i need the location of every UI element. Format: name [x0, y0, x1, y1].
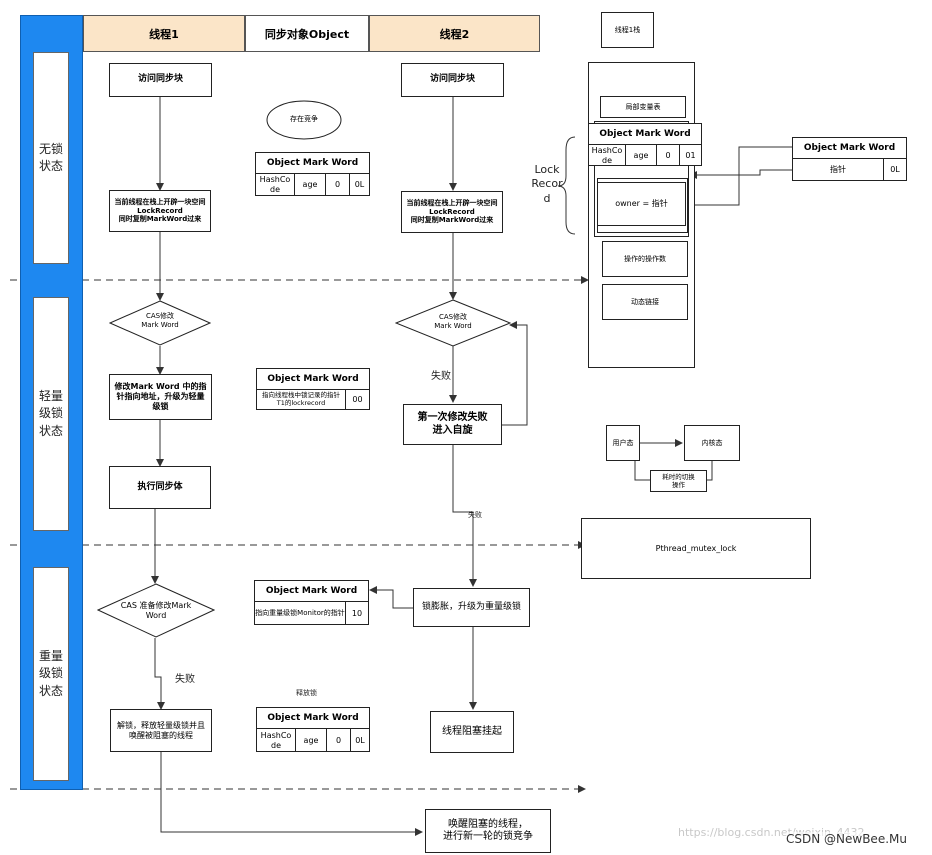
arrow: [707, 461, 713, 481]
mw-pointer: 指针: [793, 159, 884, 181]
mw-title: Object Mark Word: [793, 138, 906, 159]
credit: CSDN @NewBee.Mu: [786, 832, 907, 846]
header-sync-object: 同步对象Object: [245, 15, 369, 52]
mw-released: Object Mark Word HashCo de age 0 0L: [256, 707, 370, 752]
stack-owner: owner = 指针: [597, 182, 686, 226]
mw-flag: 0L: [354, 180, 365, 190]
t2-alloc-record: 当前线程在栈上开辟一块空间 LockRecord 同时复制MarkWord过来: [401, 191, 503, 233]
mw-title: Object Mark Word: [255, 581, 368, 602]
mw-title: Object Mark Word: [589, 124, 701, 145]
header-thread2: 线程2: [369, 15, 540, 52]
t2-cas-label: CAS修改 Mark Word: [434, 313, 472, 330]
release-label: 释放锁: [296, 689, 317, 697]
mw-hashcode: HashCo de: [589, 145, 626, 166]
t1-modify-pointer: 修改Mark Word 中的指针指向地址，升级为轻量级锁: [109, 374, 212, 420]
t1-unlock: 解锁，释放轻量级锁并且唤醒被阻塞的线程: [110, 709, 212, 752]
t2-cas-diamond: [395, 299, 511, 347]
mw-pointer: 指向重量级锁Monitor的指针: [255, 602, 346, 625]
mw-bias: 0: [327, 729, 351, 752]
mw-light-lock: Object Mark Word 指向线程栈中锁记录的指针 T1的lockrec…: [256, 368, 370, 410]
t1-cas-replace-diamond: [97, 583, 215, 638]
mw-no-lock: Object Mark Word HashCo de age 0 0L: [255, 152, 370, 196]
mw-bias: 0: [326, 174, 350, 196]
t1-cas-replace-label: CAS 准备修改Mark Word: [120, 601, 192, 620]
stack-dynamic: 动态链接: [602, 284, 688, 320]
stack-operand: 操作的操作数: [602, 241, 688, 277]
pthread-box: Pthread_mutex_lock: [581, 518, 811, 579]
lane-light-lock: 轻量 级锁 状态: [33, 297, 69, 531]
mw-title: Object Mark Word: [256, 153, 369, 174]
mw-hashcode: HashCo de: [256, 174, 295, 196]
mw-age: age: [295, 174, 326, 196]
arrow: [452, 445, 477, 587]
arrow: [369, 586, 413, 609]
user-mode: 用户态: [606, 425, 640, 461]
arrow: [502, 321, 528, 426]
lock-record-brace: [557, 136, 576, 235]
t2-block: 线程阻塞挂起: [430, 711, 514, 753]
mw-bias: 0: [657, 145, 680, 166]
t2-visit-sync: 访问同步块: [401, 63, 504, 97]
mw-title: Object Mark Word: [257, 369, 369, 390]
stack-mw: Object Mark Word HashCo de age 0 01: [588, 123, 702, 166]
arrow: [685, 146, 792, 209]
mw-pointer: 指向线程栈中锁记录的指针 T1的lockrecord: [257, 390, 346, 410]
mw-flag: 0L: [890, 165, 900, 175]
wake-threads: 唤醒阻塞的线程， 进行新一轮的锁竞争: [425, 809, 551, 853]
stack-title: 线程1栈: [601, 12, 654, 48]
t1-exec-sync: 执行同步体: [109, 466, 211, 509]
mw-age: age: [296, 729, 327, 752]
header-thread1: 线程1: [83, 15, 245, 52]
mw-flag: 01: [685, 150, 696, 160]
right-mw: Object Mark Word 指针 0L: [792, 137, 907, 181]
t2-inflate: 锁膨胀，升级为重量级锁: [413, 588, 530, 627]
mw-hashcode: HashCo de: [257, 729, 296, 752]
t1-cas-label: CAS修改 Mark Word: [141, 312, 179, 329]
t1-alloc-record: 当前线程在栈上开辟一块空间 LockRecord 同时复制MarkWord过来: [109, 190, 211, 232]
mw-age: age: [626, 145, 657, 166]
contention-label: 存在竞争: [290, 115, 318, 123]
t1-cas-diamond: [109, 300, 211, 346]
arrow: [634, 460, 650, 481]
arrow: [160, 752, 423, 836]
mw-flag: 00: [352, 395, 363, 405]
contention-ellipse: [266, 100, 342, 140]
kernel-mode: 内核态: [684, 425, 740, 461]
t2-fail-label: 失败: [431, 371, 451, 382]
mw-flag: 0L: [355, 735, 365, 745]
switch-op: 耗时的切换 操作: [650, 470, 707, 492]
t2-fail-small: 失败: [468, 511, 482, 519]
mw-title: Object Mark Word: [257, 708, 369, 729]
arrow: [689, 169, 792, 179]
lock-record-label: Lock Recor d: [531, 163, 563, 205]
lane-heavy-lock: 重量 级锁 状态: [33, 567, 69, 781]
mw-flag: 10: [351, 608, 363, 618]
t1-fail-label: 失败: [175, 674, 195, 685]
arrow: [154, 638, 165, 710]
t2-first-fail: 第一次修改失败 进入自旋: [403, 404, 502, 445]
mw-heavy-lock: Object Mark Word 指向重量级锁Monitor的指针 10: [254, 580, 369, 625]
stack-behind: 局部变量表: [600, 96, 686, 118]
t1-visit-sync: 访问同步块: [109, 63, 212, 97]
lane-no-lock: 无锁 状态: [33, 52, 69, 264]
